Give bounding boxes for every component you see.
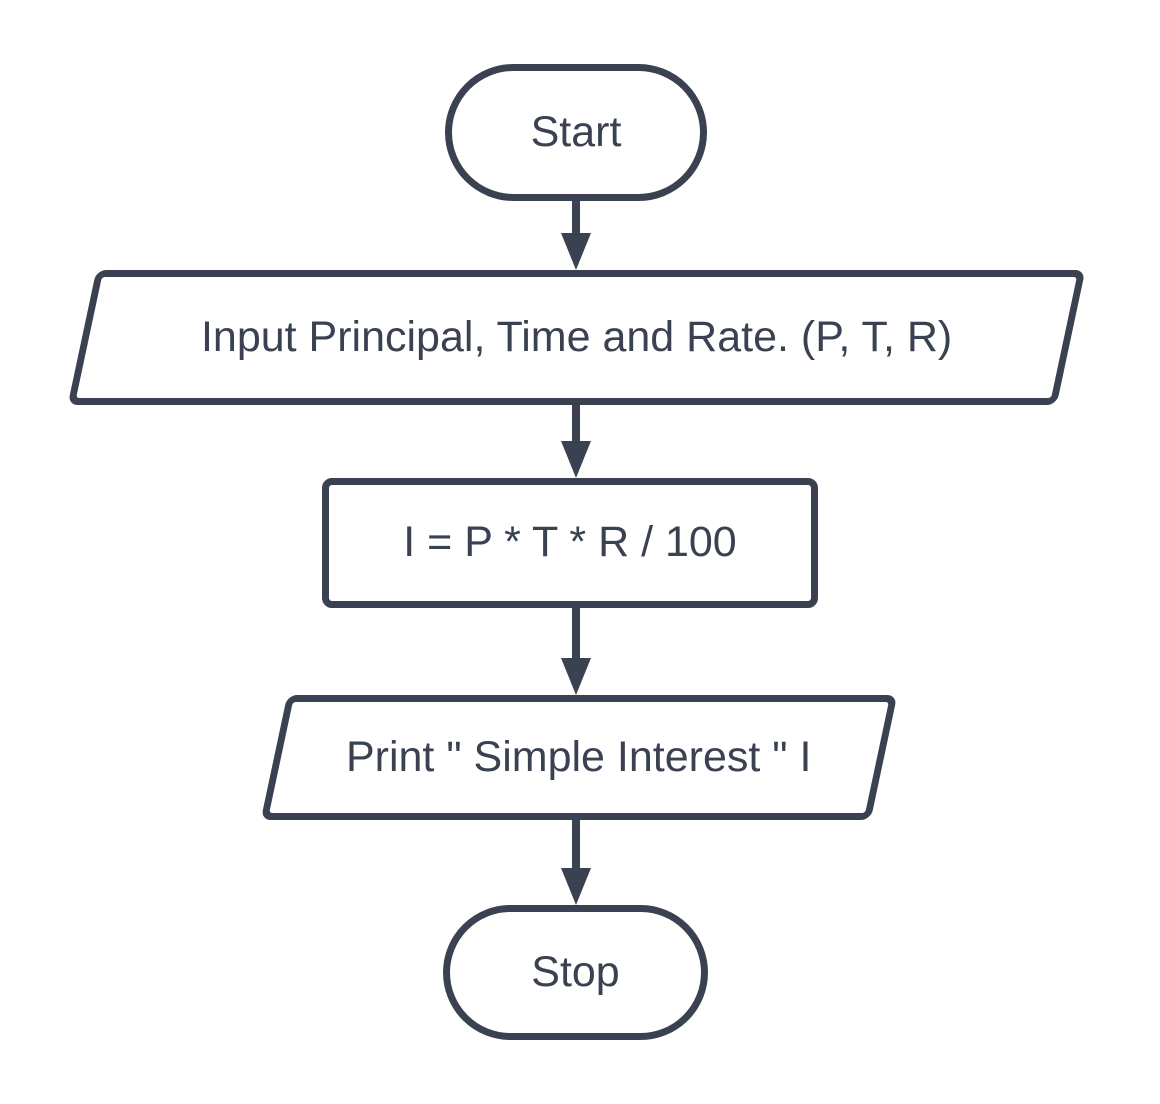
arrow-down-icon bbox=[561, 233, 591, 270]
arrow-down-icon bbox=[561, 441, 591, 478]
flowchart-node-print: Print " Simple Interest " I bbox=[260, 695, 898, 820]
arrow-shaft bbox=[572, 607, 580, 658]
flowchart-node-start: Start bbox=[445, 64, 707, 201]
flowchart-node-process: I = P * T * R / 100 bbox=[322, 478, 818, 608]
node-input-label: Input Principal, Time and Rate. (P, T, R… bbox=[200, 312, 953, 361]
flowchart-node-stop: Stop bbox=[443, 905, 708, 1040]
arrow-shaft bbox=[572, 200, 580, 233]
arrow-shaft bbox=[572, 819, 580, 868]
flowchart-node-input: Input Principal, Time and Rate. (P, T, R… bbox=[67, 270, 1086, 405]
arrow-shaft bbox=[572, 404, 580, 441]
arrow-down-icon bbox=[561, 658, 591, 695]
node-process-label: I = P * T * R / 100 bbox=[403, 518, 737, 567]
flow-arrow-start-to-input bbox=[561, 200, 591, 270]
arrow-down-icon bbox=[561, 868, 591, 905]
node-start-label: Start bbox=[530, 107, 622, 156]
node-print-label: Print " Simple Interest " I bbox=[346, 732, 812, 781]
flow-arrow-print-to-stop bbox=[561, 819, 591, 905]
flow-arrow-process-to-print bbox=[561, 607, 591, 695]
node-stop-label: Stop bbox=[531, 947, 620, 996]
flow-arrow-input-to-process bbox=[561, 404, 591, 478]
